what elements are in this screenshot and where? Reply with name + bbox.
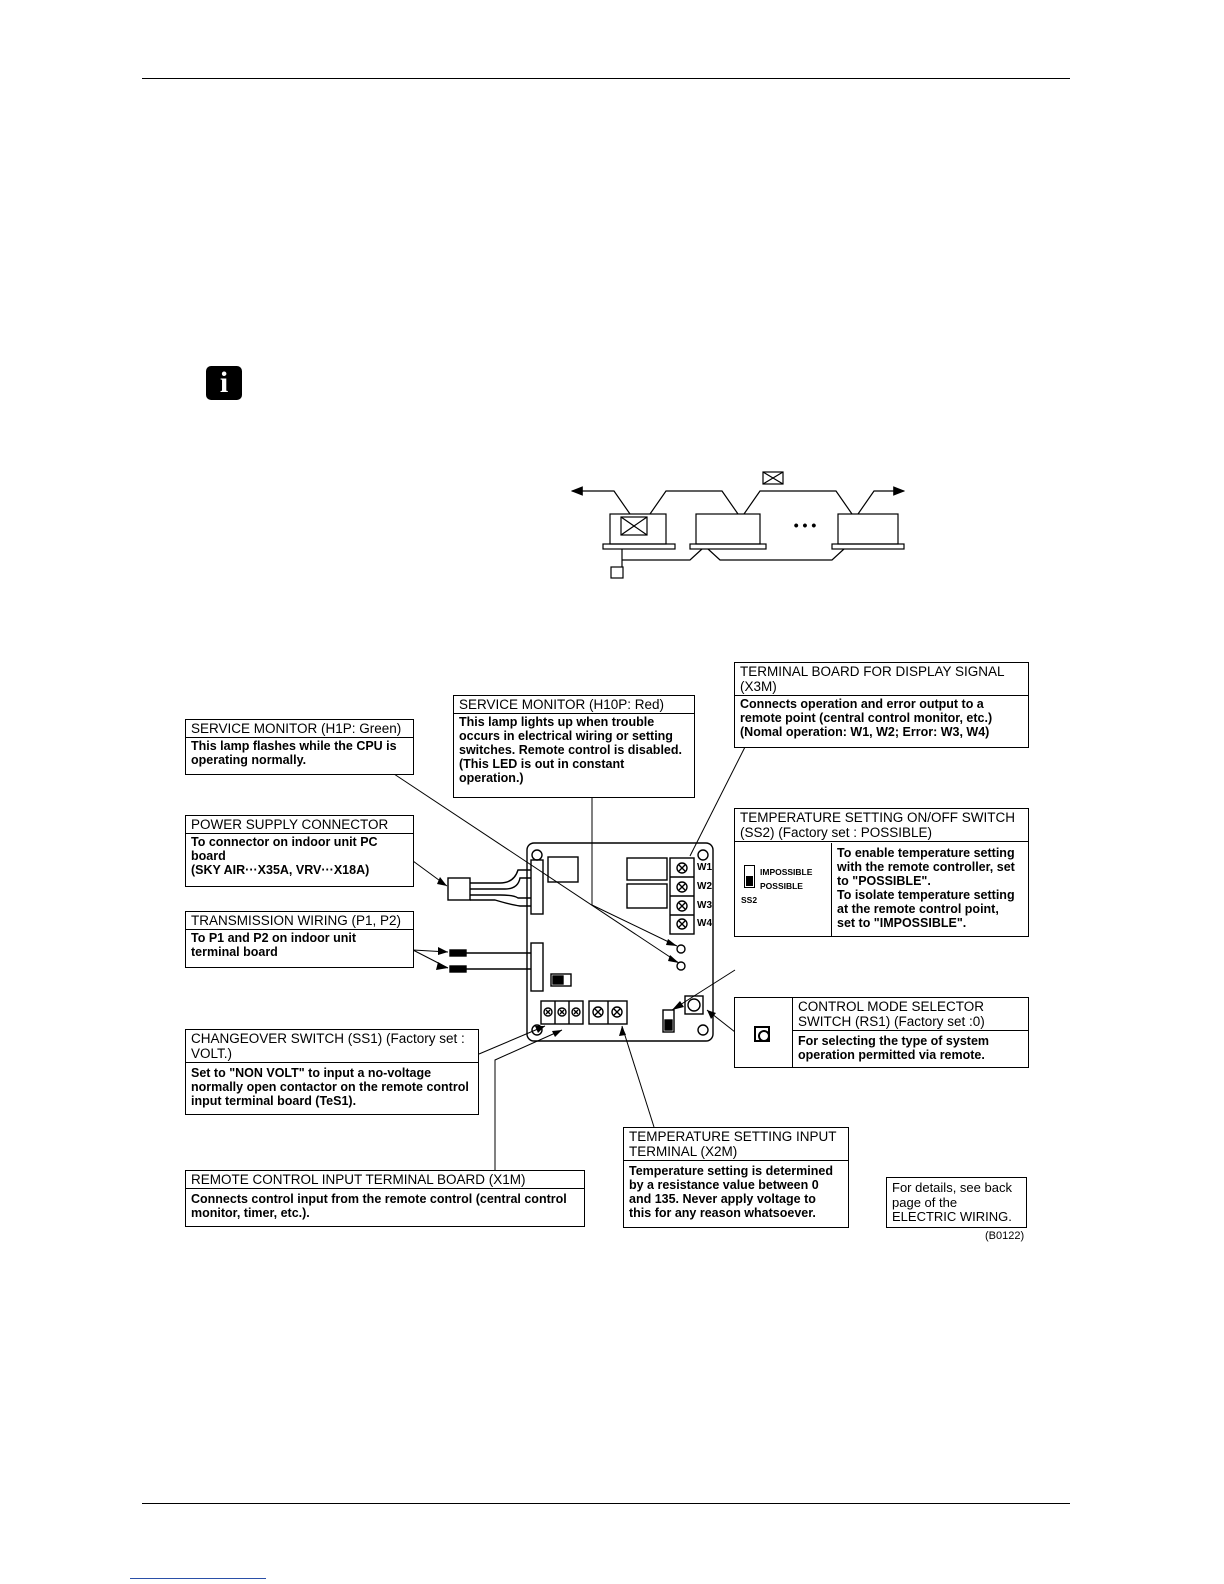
h10p-title: SERVICE MONITOR (H10P: Red) <box>454 696 694 714</box>
leader-h1p <box>384 767 680 964</box>
x2m-box: TEMPERATURE SETTING INPUT TERMINAL (X2M)… <box>623 1127 849 1228</box>
top-adaptor-symbol <box>762 471 784 485</box>
figure-code: (B0122) <box>985 1230 1025 1242</box>
transmission-title: TRANSMISSION WIRING (P1, P2) <box>186 912 413 930</box>
board-power-connector <box>530 859 544 915</box>
h1p-title: SERVICE MONITOR (H1P: Green) <box>186 720 413 738</box>
info-icon: i <box>206 366 242 400</box>
ss2-switch <box>662 1009 675 1033</box>
leader-h10p <box>591 797 678 947</box>
h1p-body: This lamp flashes while the CPU is opera… <box>191 739 397 767</box>
indoor-unit-2 <box>695 513 761 545</box>
system-overview <box>570 471 906 579</box>
top-rule <box>142 78 1070 79</box>
ss2-switch-icon <box>744 865 755 888</box>
relay-2 <box>626 883 668 909</box>
x3m-body: Connects operation and error output to a… <box>740 697 993 739</box>
ss2-name-label: SS2 <box>741 895 758 905</box>
service-monitor-h1p-box: SERVICE MONITOR (H1P: Green) This lamp f… <box>185 719 414 775</box>
x3m-screws <box>670 862 694 930</box>
indoor-unit-3 <box>837 513 899 545</box>
pc-board <box>526 842 714 1042</box>
ss2-body: To enable temperature setting with the r… <box>837 846 1015 930</box>
board-transmission-connector <box>530 942 544 992</box>
x1m-body: Connects control input from the remote c… <box>191 1192 567 1220</box>
ss2-title: TEMPERATURE SETTING ON/OFF SWITCH (SS2) … <box>735 809 1028 842</box>
service-monitor-h10p-box: SERVICE MONITOR (H10P: Red) This lamp li… <box>453 695 695 798</box>
power-body: To connector on indoor unit PC board (SK… <box>191 835 378 877</box>
ellipsis: • • • <box>794 517 817 533</box>
leader-x1m <box>494 1029 563 1170</box>
h10p-body: This lamp lights up when trouble occurs … <box>459 715 682 785</box>
ss1-title: CHANGEOVER SWITCH (SS1) (Factory set : V… <box>186 1030 478 1063</box>
bottom-wire <box>621 548 845 567</box>
label-w4: W4 <box>697 918 712 929</box>
bottom-rule <box>142 1503 1070 1504</box>
details-note-box: For details, see back page of the ELECTR… <box>886 1177 1027 1228</box>
ss1-box: CHANGEOVER SWITCH (SS1) (Factory set : V… <box>185 1029 479 1115</box>
rs1-body: For selecting the type of system operati… <box>798 1034 990 1062</box>
board-chip <box>547 856 579 883</box>
ss1-switch <box>550 973 572 987</box>
ss2-possible-label: POSSIBLE <box>760 881 803 891</box>
transmission-body: To P1 and P2 on indoor unit terminal boa… <box>191 931 357 959</box>
label-w2: W2 <box>697 881 712 892</box>
relay-1 <box>626 857 668 881</box>
footer-link-underline[interactable] <box>130 1578 266 1579</box>
x1m-box: REMOTE CONTROL INPUT TERMINAL BOARD (X1M… <box>185 1170 585 1227</box>
rs1-dial-icon <box>754 1026 770 1042</box>
unit-1-adaptor <box>620 516 648 536</box>
transmission-wiring-box: TRANSMISSION WIRING (P1, P2) To P1 and P… <box>185 911 414 968</box>
label-w1: W1 <box>697 862 712 873</box>
leader-x2m <box>621 1025 655 1128</box>
x3m-title: TERMINAL BOARD FOR DISPLAY SIGNAL (X3M) <box>735 663 1028 696</box>
leader-ss2 <box>671 969 736 1011</box>
x3m-box: TERMINAL BOARD FOR DISPLAY SIGNAL (X3M) … <box>734 662 1029 748</box>
x1m-title: REMOTE CONTROL INPUT TERMINAL BOARD (X1M… <box>186 1171 584 1189</box>
ss2-impossible-label: IMPOSSIBLE <box>760 867 813 877</box>
ss2-box: TEMPERATURE SETTING ON/OFF SWITCH (SS2) … <box>734 808 1029 937</box>
remote-symbol <box>610 566 624 579</box>
led-h10p <box>676 944 686 954</box>
power-plug <box>447 877 471 901</box>
transmission-plug-1 <box>449 949 467 957</box>
rs1-box: CONTROL MODE SELECTOR SWITCH (RS1) (Fact… <box>734 997 1029 1068</box>
ss1-body: Set to "NON VOLT" to input a no-voltage … <box>191 1066 469 1108</box>
leader-x3m <box>689 746 746 857</box>
power-supply-box: POWER SUPPLY CONNECTOR To connector on i… <box>185 815 414 887</box>
transmission-plug-2 <box>449 965 467 973</box>
x2m-body: Temperature setting is determined by a r… <box>629 1164 833 1220</box>
power-title: POWER SUPPLY CONNECTOR <box>186 816 413 834</box>
top-wire <box>578 490 900 515</box>
x1m-terminal-board <box>540 1000 584 1025</box>
leader-ss1 <box>478 1025 546 1055</box>
details-body: For details, see back page of the ELECTR… <box>892 1180 1012 1224</box>
led-h1p <box>676 961 686 971</box>
label-w3: W3 <box>697 900 712 911</box>
rs1-title: CONTROL MODE SELECTOR SWITCH (RS1) (Fact… <box>793 998 1028 1031</box>
x2m-title: TEMPERATURE SETTING INPUT TERMINAL (X2M) <box>624 1128 848 1161</box>
